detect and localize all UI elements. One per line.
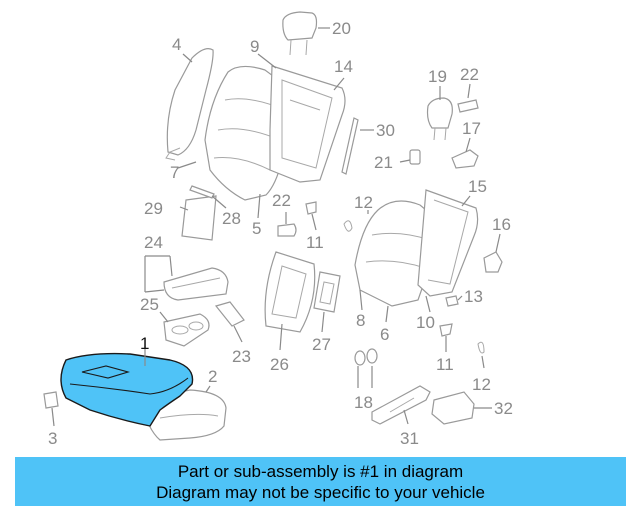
callout-19[interactable]: 19 bbox=[428, 67, 447, 86]
rod-part-30[interactable] bbox=[341, 117, 359, 175]
strip-part-28[interactable] bbox=[189, 185, 215, 199]
armrest-part-24[interactable] bbox=[163, 267, 229, 301]
handle-part-17[interactable] bbox=[451, 149, 479, 169]
backrest-frame-part-15[interactable] bbox=[417, 189, 479, 297]
callout-10[interactable]: 10 bbox=[416, 313, 435, 332]
callout-25[interactable]: 25 bbox=[140, 295, 159, 314]
screw-part-11-low[interactable] bbox=[439, 323, 453, 337]
callout-24[interactable]: 24 bbox=[144, 233, 163, 252]
bolt-part-21[interactable] bbox=[409, 149, 421, 165]
guide-part-22[interactable] bbox=[457, 99, 479, 113]
screw-part-11-top[interactable] bbox=[305, 201, 317, 215]
callout-7[interactable]: 7 bbox=[170, 163, 179, 182]
banner-line-part-number: Part or sub-assembly is #1 in diagram bbox=[177, 461, 464, 481]
callout-26[interactable]: 26 bbox=[270, 355, 289, 374]
callout-5[interactable]: 5 bbox=[252, 219, 261, 238]
module-part-32[interactable] bbox=[431, 391, 475, 425]
callout-4[interactable]: 4 bbox=[172, 35, 181, 54]
callout-32[interactable]: 32 bbox=[494, 399, 513, 418]
callout-16[interactable]: 16 bbox=[492, 215, 511, 234]
info-banner: Part or sub-assembly is #1 in diagram Di… bbox=[15, 457, 626, 506]
callout-22-b[interactable]: 22 bbox=[272, 191, 291, 210]
clips-part-18[interactable] bbox=[354, 348, 378, 366]
callout-6[interactable]: 6 bbox=[380, 325, 389, 344]
callout-12-b[interactable]: 12 bbox=[472, 375, 491, 394]
callout-31[interactable]: 31 bbox=[400, 429, 419, 448]
callout-23[interactable]: 23 bbox=[232, 347, 251, 366]
callout-2[interactable]: 2 bbox=[208, 367, 217, 386]
callout-13[interactable]: 13 bbox=[464, 287, 483, 306]
frame-part-26[interactable] bbox=[264, 251, 316, 333]
callout-14[interactable]: 14 bbox=[334, 57, 353, 76]
callout-18[interactable]: 18 bbox=[354, 393, 373, 412]
callout-8[interactable]: 8 bbox=[356, 311, 365, 330]
handle-part-23[interactable] bbox=[214, 301, 245, 327]
callout-28[interactable]: 28 bbox=[222, 209, 241, 228]
headrest-part-20[interactable] bbox=[282, 11, 318, 56]
callout-20[interactable]: 20 bbox=[332, 19, 351, 38]
clip-part-12-low[interactable] bbox=[477, 341, 485, 354]
panel-part-29[interactable] bbox=[181, 195, 217, 241]
side-bolster-part-4[interactable] bbox=[165, 48, 214, 161]
cushion-part-1[interactable] bbox=[60, 352, 194, 427]
parts-diagram: 1 2 3 4 5 6 7 8 9 10 11 11 11 12 12 13 1… bbox=[43, 11, 513, 448]
frame-part-27[interactable] bbox=[313, 271, 341, 313]
clip-part-12-top[interactable] bbox=[343, 220, 353, 232]
callout-15[interactable]: 15 bbox=[468, 177, 487, 196]
callout-27[interactable]: 27 bbox=[312, 335, 331, 354]
callout-9[interactable]: 9 bbox=[250, 37, 259, 56]
callout-3[interactable]: 3 bbox=[48, 429, 57, 448]
cupholder-part-25[interactable] bbox=[163, 313, 210, 347]
clip-part-13[interactable] bbox=[445, 295, 459, 307]
callout-12-a[interactable]: 12 bbox=[354, 193, 373, 212]
callout-21[interactable]: 21 bbox=[374, 153, 393, 172]
callout-29[interactable]: 29 bbox=[144, 199, 163, 218]
callout-30[interactable]: 30 bbox=[376, 121, 395, 140]
callout-22-a[interactable]: 22 bbox=[460, 65, 479, 84]
callout-1[interactable]: 1 bbox=[140, 334, 149, 353]
callout-11-a[interactable]: 11 bbox=[306, 233, 324, 252]
rail-part-31[interactable] bbox=[371, 385, 431, 425]
seat-frame-part-14[interactable] bbox=[269, 65, 346, 183]
banner-line-disclaimer: Diagram may not be specific to your vehi… bbox=[156, 482, 485, 502]
headrest-part-19[interactable] bbox=[426, 97, 453, 141]
trim-part-16[interactable] bbox=[483, 251, 503, 273]
callout-17[interactable]: 17 bbox=[462, 119, 481, 138]
cap-part-3[interactable] bbox=[43, 391, 59, 409]
callout-11-b[interactable]: 11 bbox=[436, 355, 454, 374]
guide-part-22-mid[interactable] bbox=[277, 223, 297, 237]
